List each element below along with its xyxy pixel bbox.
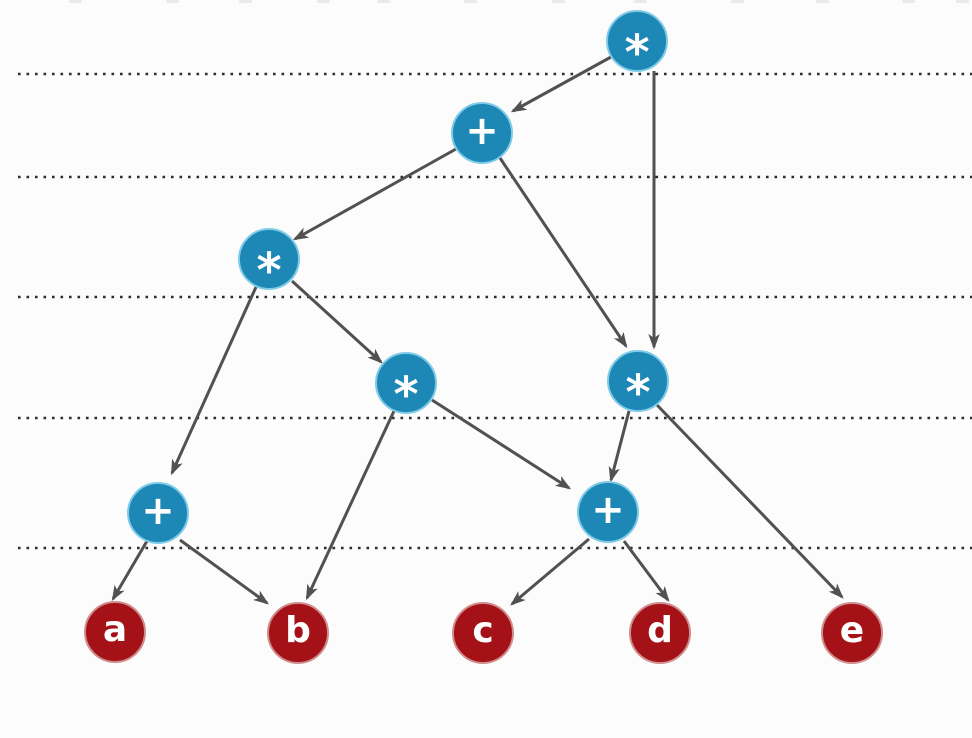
top-edge-artifact bbox=[239, 0, 252, 3]
node-label-add-bottom-right: + bbox=[591, 487, 625, 533]
node-label-mul-mid: * bbox=[393, 367, 419, 423]
node-label-leaf-b: b bbox=[285, 610, 311, 651]
node-mul-root: * bbox=[606, 10, 668, 77]
top-edge-artifact bbox=[69, 0, 82, 3]
node-label-mul-left: * bbox=[256, 243, 282, 299]
top-edge-artifact bbox=[816, 0, 829, 3]
top-edge-artifact bbox=[634, 0, 647, 3]
node-add-bottom-left: + bbox=[127, 482, 189, 544]
node-leaf-a: a bbox=[84, 601, 146, 663]
top-edge-artifact bbox=[552, 0, 565, 3]
node-mul-left: * bbox=[238, 228, 300, 295]
node-add-bottom-right: + bbox=[577, 481, 639, 543]
node-label-add-bottom-left: + bbox=[141, 488, 175, 534]
edge-add-bottom-right-to-leaf-d bbox=[622, 540, 670, 603]
node-label-leaf-d: d bbox=[647, 610, 673, 651]
top-edge-artifact bbox=[377, 0, 390, 3]
edge-add-bottom-left-to-leaf-a bbox=[111, 540, 149, 602]
edge-mul-right-to-add-bottom-right bbox=[608, 410, 631, 483]
node-leaf-d: d bbox=[629, 602, 691, 664]
node-label-mul-root: * bbox=[624, 25, 650, 81]
node-leaf-c: c bbox=[452, 602, 514, 664]
top-edge-artifact bbox=[317, 0, 330, 3]
edge-add-bottom-right-to-leaf-c bbox=[510, 537, 590, 606]
node-label-mul-right: * bbox=[625, 365, 651, 421]
edge-mul-mid-to-add-bottom-right bbox=[431, 398, 572, 490]
top-edge-artifact bbox=[464, 0, 477, 3]
node-label-leaf-e: e bbox=[839, 610, 865, 651]
edge-mul-root-to-add-left bbox=[510, 55, 612, 113]
node-mul-mid: * bbox=[375, 352, 437, 419]
node-add-left: + bbox=[451, 102, 513, 164]
edge-mul-left-to-add-bottom-left bbox=[170, 286, 258, 476]
edge-mul-right-to-leaf-e bbox=[655, 403, 844, 599]
top-edge-artifact bbox=[902, 0, 915, 3]
top-edge-artifact bbox=[731, 0, 744, 3]
node-leaf-e: e bbox=[821, 602, 883, 664]
node-label-leaf-a: a bbox=[102, 609, 128, 650]
node-label-leaf-c: c bbox=[472, 610, 494, 651]
top-edge-artifact bbox=[166, 0, 179, 3]
edge-mul-mid-to-leaf-b bbox=[305, 410, 396, 601]
top-edge-artifact bbox=[956, 0, 969, 3]
edge-mul-left-to-mul-mid bbox=[290, 279, 383, 364]
node-leaf-b: b bbox=[267, 602, 329, 664]
node-mul-right: * bbox=[607, 350, 669, 417]
edge-add-left-to-mul-right bbox=[498, 157, 628, 349]
node-label-add-left: + bbox=[465, 108, 499, 154]
edge-add-left-to-mul-left bbox=[292, 147, 457, 241]
edge-add-bottom-left-to-leaf-b bbox=[179, 538, 270, 605]
